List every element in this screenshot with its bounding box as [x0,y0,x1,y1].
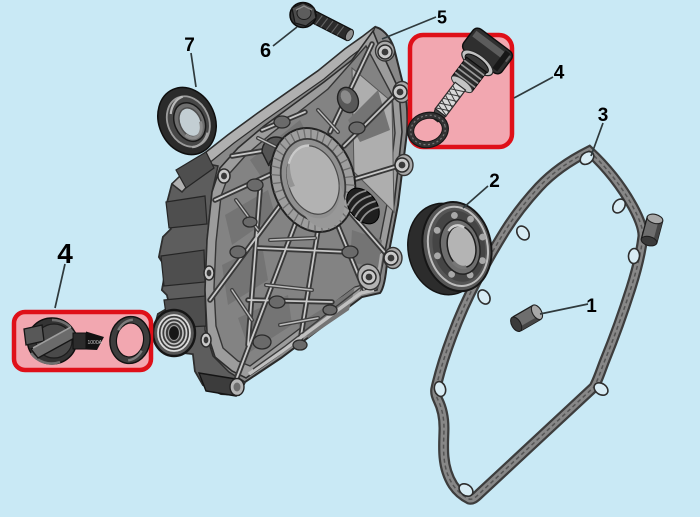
svg-text:1: 1 [586,296,597,317]
svg-text:3: 3 [598,105,609,126]
svg-text:2: 2 [489,171,500,192]
svg-text:6: 6 [260,40,271,62]
svg-text:7: 7 [184,35,195,56]
svg-text:1000A: 1000A [88,340,103,346]
svg-text:5: 5 [437,8,447,28]
svg-text:4: 4 [57,238,73,269]
svg-text:4: 4 [554,63,565,84]
